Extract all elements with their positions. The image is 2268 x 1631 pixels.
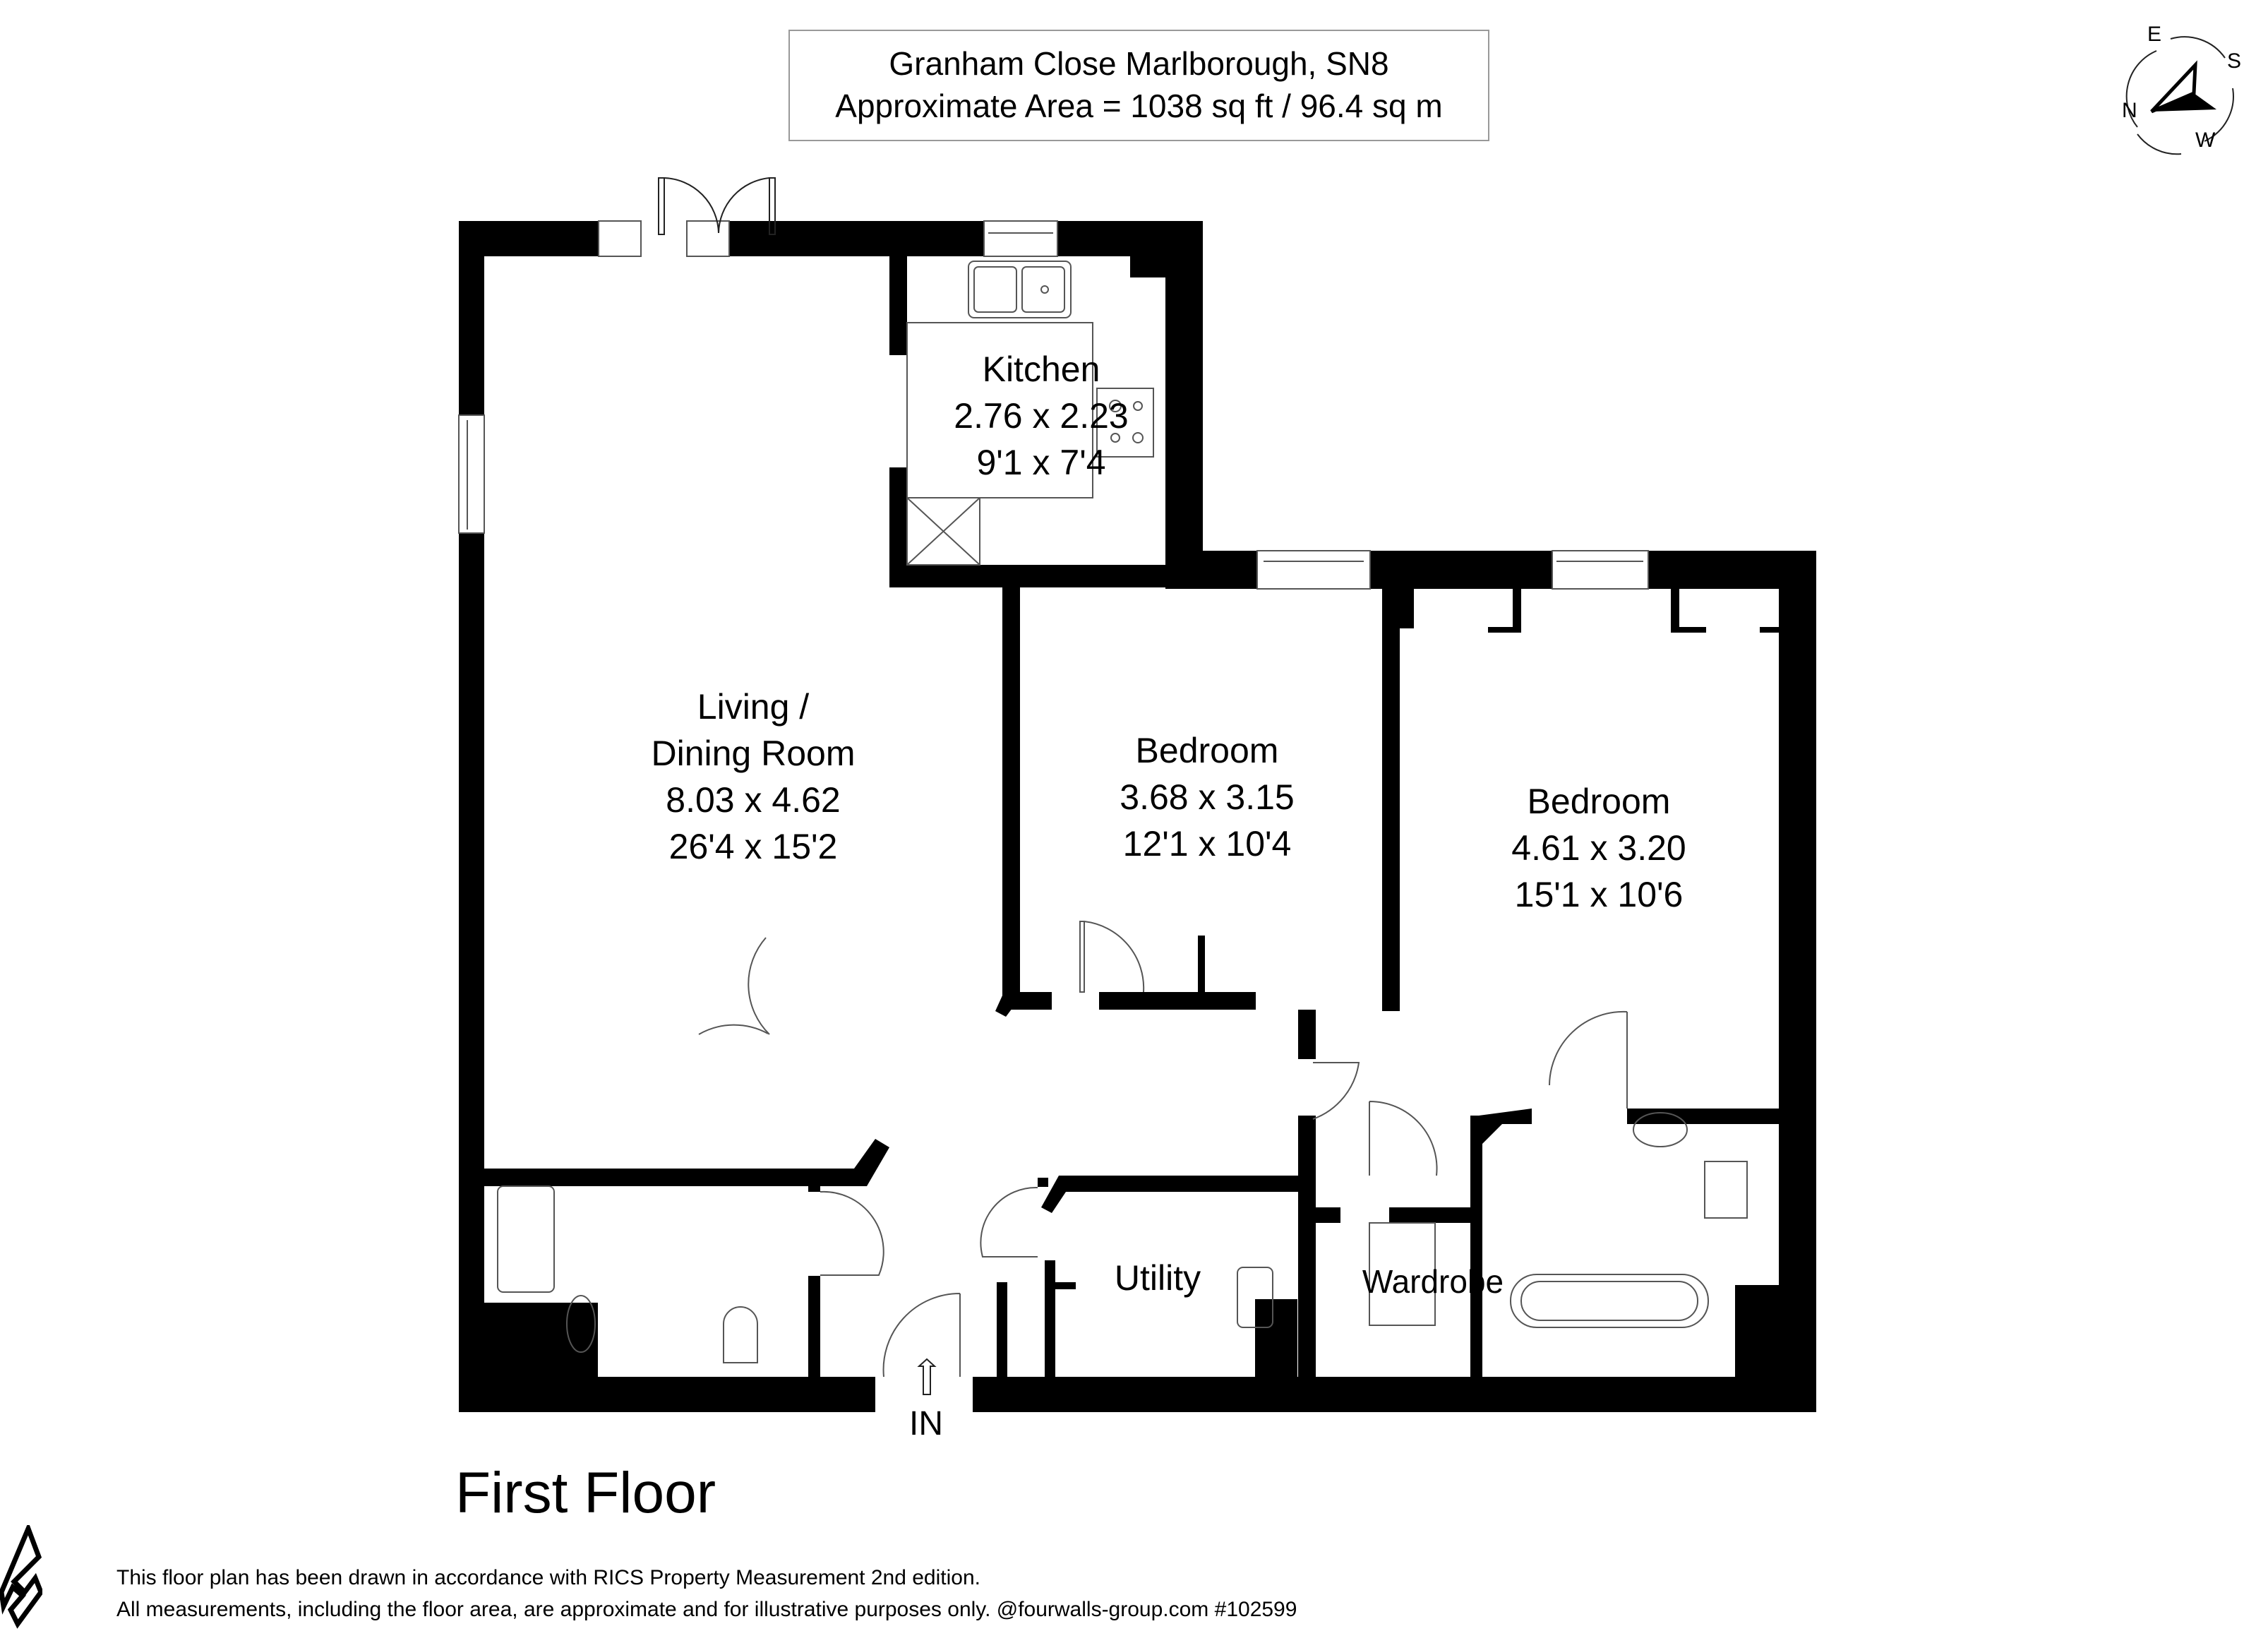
room-wardrobe: Wardrobe — [1362, 1260, 1504, 1303]
compass-south-label: S — [2227, 49, 2242, 73]
room-name: Living / — [697, 687, 810, 727]
footer-disclaimer: All measurements, including the floor ar… — [116, 1598, 1297, 1621]
windows — [458, 220, 1649, 590]
floor-title: First Floor — [455, 1461, 716, 1525]
approximate-area: Approximate Area = 1038 sq ft / 96.4 sq … — [835, 88, 1443, 124]
compass-west-label: W — [2195, 129, 2216, 152]
compass-north-label: N — [2122, 99, 2137, 122]
room-name: Wardrobe — [1362, 1263, 1504, 1300]
room-name: Bedroom — [1135, 731, 1279, 770]
compass-icon — [2125, 36, 2234, 155]
exterior-walls — [459, 221, 1816, 1412]
interior-walls — [459, 256, 1816, 1381]
fourwalls-logo-icon — [0, 1525, 42, 1629]
compass-east-label: E — [2147, 23, 2162, 46]
room-kitchen: Kitchen 2.76 x 2.23 9'1 x 7'4 — [954, 346, 1128, 486]
entrance-label: IN — [909, 1405, 943, 1442]
room-name: Dining Room — [651, 734, 856, 773]
room-dimensions-imperial: 12'1 x 10'4 — [1122, 824, 1292, 864]
compass: E S N W — [2104, 14, 2259, 155]
bathroom-fixtures — [497, 1112, 1748, 1363]
room-dimensions-metric: 8.03 x 4.62 — [666, 780, 841, 820]
room-bedroom-2: Bedroom 3.68 x 3.15 12'1 x 10'4 — [1120, 727, 1294, 867]
room-dimensions-metric: 4.61 x 3.20 — [1511, 828, 1686, 868]
room-name: Bedroom — [1527, 782, 1671, 821]
property-address: Granham Close Marlborough, SN8 — [889, 45, 1389, 82]
room-living-dining: Living / Dining Room 8.03 x 4.62 26'4 x … — [651, 683, 855, 870]
room-name: Kitchen — [982, 350, 1100, 389]
title-box: Granham Close Marlborough, SN8 Approxima… — [788, 30, 1489, 141]
doors — [658, 177, 1628, 1378]
room-bedroom-1: Bedroom 4.61 x 3.20 15'1 x 10'6 — [1511, 778, 1686, 918]
footer-rics-note: This floor plan has been drawn in accord… — [116, 1566, 980, 1589]
room-name: Utility — [1114, 1258, 1201, 1298]
room-utility: Utility — [1115, 1255, 1201, 1301]
room-dimensions-metric: 2.76 x 2.23 — [954, 396, 1129, 436]
room-dimensions-imperial: 15'1 x 10'6 — [1514, 875, 1684, 914]
kitchen-fixtures — [906, 261, 1154, 566]
room-dimensions-imperial: 9'1 x 7'4 — [976, 443, 1106, 482]
entrance-arrow-icon — [917, 1358, 937, 1395]
room-dimensions-metric: 3.68 x 3.15 — [1120, 777, 1295, 817]
room-dimensions-imperial: 26'4 x 15'2 — [668, 827, 838, 866]
